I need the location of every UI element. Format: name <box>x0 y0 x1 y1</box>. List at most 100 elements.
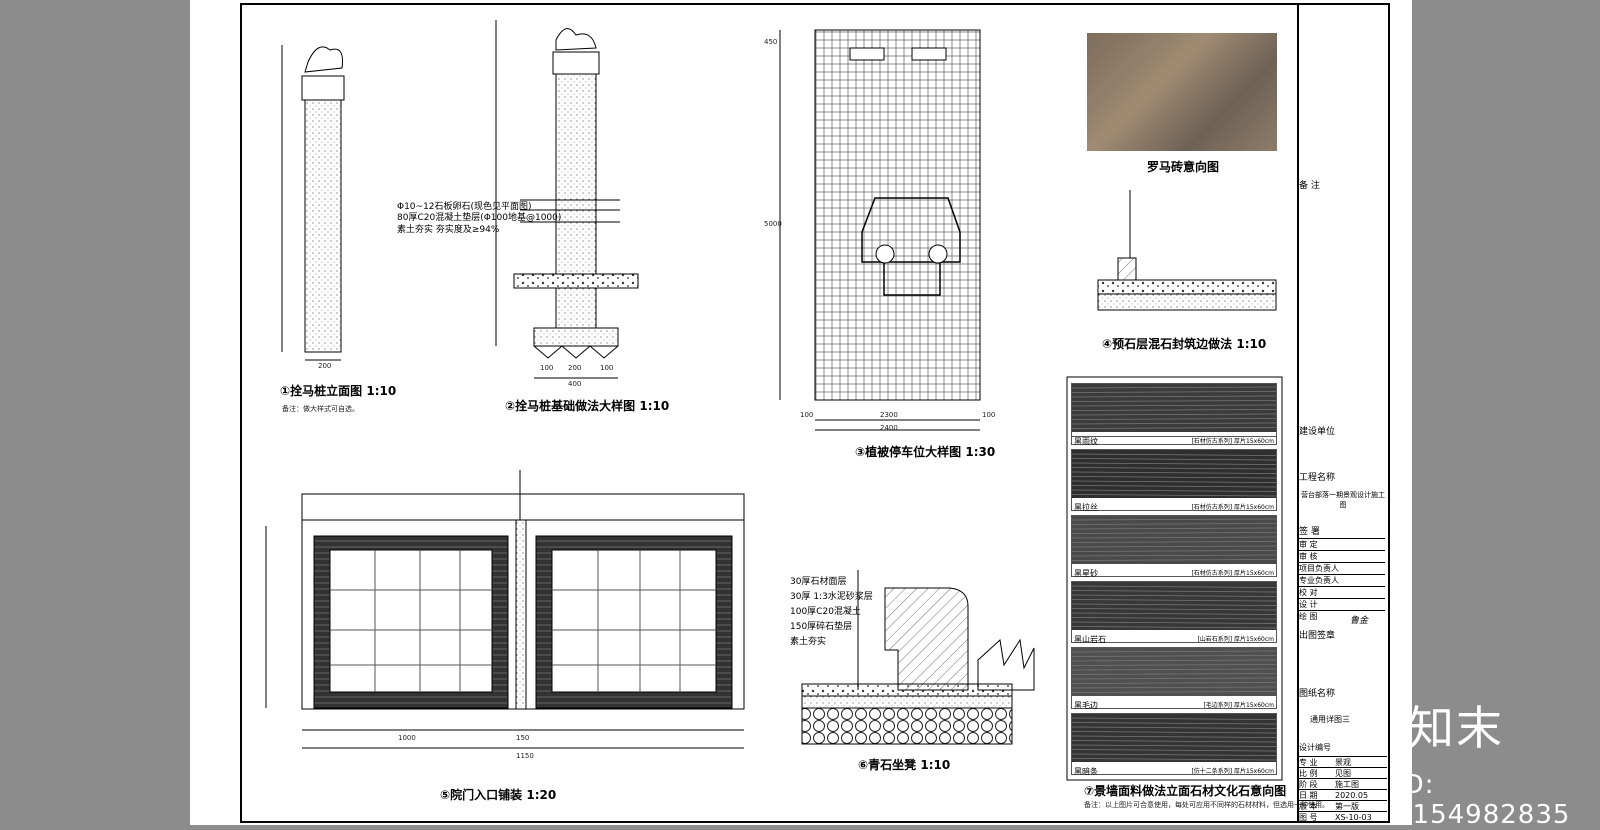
tb-row-key: 专 业 <box>1299 758 1318 767</box>
dim: 100 <box>800 411 814 419</box>
stone-bench <box>801 570 1035 745</box>
parking-grid <box>779 29 981 431</box>
dim: 2300 <box>880 411 898 419</box>
post-foundation <box>495 20 639 379</box>
dim: 450 <box>764 38 778 46</box>
tb-project-label: 工程名称 <box>1299 473 1336 483</box>
dim: 1150 <box>516 752 534 760</box>
tb-sign-row: 校 对 <box>1299 586 1385 598</box>
sample-tag: [山岩石系列] 厚片15x60cm <box>1197 636 1274 643</box>
tb-stamp: 出图签章 <box>1299 631 1336 641</box>
curb-section <box>1097 190 1277 311</box>
watermark-logo: 知末 <box>1408 701 1504 755</box>
tb-row-key: 比 例 <box>1299 769 1318 778</box>
post-note: Φ10~12石板卵石(现色见平面图) <box>397 202 532 212</box>
tb-signature: 鲁金 <box>1350 616 1369 626</box>
samples-frame <box>1066 376 1283 781</box>
tb-row-value: XS-10-03 <box>1335 813 1372 822</box>
tb-row-value: 见图 <box>1335 769 1351 778</box>
post-elevation <box>281 45 345 361</box>
tb-sign-row: 专业负责人 <box>1299 574 1385 586</box>
tb-row-value: 2020.05 <box>1335 791 1369 800</box>
sample-name: 黑山岩石 <box>1074 635 1106 644</box>
stone-sample: 黑拉丝[石材仿古系列] 厚片15x60cm <box>1071 449 1277 512</box>
tb-client: 建设单位 <box>1299 427 1336 437</box>
tb-row: 日 期 2020.05 <box>1299 789 1387 801</box>
post-note: 素土夯实 夯实度及≥94% <box>397 225 500 235</box>
caption-1: ①拴马桩立面图 1:10 <box>280 384 397 398</box>
bench-layer: 100厚C20混凝土 <box>790 607 861 617</box>
stone-sample: 黑山岩石 [山岩石系列] 厚片15x60cm <box>1071 581 1277 644</box>
post-note: 80厚C20混凝土垫层(Φ100地基@1000) <box>397 213 562 223</box>
dim: 100 <box>982 411 996 419</box>
note-1: 备注：做大样式可自选。 <box>282 405 359 413</box>
dim: 100 <box>600 364 614 372</box>
dim: 150 <box>516 734 530 742</box>
tb-sign-row: 审 定 <box>1299 538 1385 550</box>
entrance-paving <box>265 470 745 749</box>
tb-sign-label: 签 署 <box>1299 527 1320 537</box>
bench-layer: 30厚石材面层 <box>790 577 847 587</box>
tb-row-value: 施工图 <box>1335 780 1359 789</box>
tb-project-name: 营台部落一期景观设计施工图 <box>1301 491 1385 509</box>
drawing-frame <box>240 3 1390 823</box>
dim: 1000 <box>398 734 416 742</box>
sample-name: 黑暗条 <box>1074 767 1098 776</box>
dim: 5000 <box>764 220 782 228</box>
tb-design-no: 设计编号 <box>1299 743 1331 752</box>
tb-remarks: 备 注 <box>1299 181 1320 191</box>
tb-row-value: 景观 <box>1335 758 1351 767</box>
tb-drawing-name: 通用详图三 <box>1310 715 1350 724</box>
tb-row: 图 号 XS-10-03 <box>1299 811 1387 823</box>
caption-2: ②拴马桩基础做法大样图 1:10 <box>505 399 670 413</box>
bench-layer: 150厚碎石垫层 <box>790 622 853 632</box>
caption-6: ⑥青石坐凳 1:10 <box>858 758 951 772</box>
tb-row: 专 业 景观 <box>1299 756 1387 768</box>
watermark-id: ID: 1154982835 <box>1395 770 1571 830</box>
sample-tag: [仿十二条系列] 厚片15x60cm <box>1191 768 1274 775</box>
tb-sign-row: 审 核 <box>1299 550 1385 562</box>
tb-row: 比 例 见图 <box>1299 767 1387 779</box>
title-block <box>1297 3 1390 823</box>
stone-sample: 黑暗条 [仿十二条系列] 厚片15x60cm <box>1071 713 1277 776</box>
caption-4: ④预石层混石封筑边做法 1:10 <box>1102 337 1267 351</box>
tb-sign-row: 设 计 <box>1299 598 1385 610</box>
sample-swatch <box>1071 450 1277 498</box>
tb-row-key: 版 本 <box>1299 802 1318 811</box>
tb-row: 阶 段 施工图 <box>1299 778 1387 790</box>
sample-name: 黑毛边 <box>1074 701 1098 710</box>
caption-7: ⑦景墙面料做法立面石材文化石意向图 <box>1084 784 1287 798</box>
stone-sample: 黑雨纹 [石材仿古系列] 厚片15x60cm <box>1071 383 1277 446</box>
sample-tag: [石材仿古系列] 厚片15x60cm <box>1191 570 1274 577</box>
dim: 400 <box>568 380 582 388</box>
sample-name: 黑拉丝 <box>1074 503 1098 512</box>
dim: 100 <box>540 364 554 372</box>
sample-swatch <box>1071 384 1277 432</box>
dim: 200 <box>568 364 582 372</box>
sample-name: 黑雨纹 <box>1074 437 1098 446</box>
photo-caption: 罗马砖意向图 <box>1147 160 1220 174</box>
tb-row-key: 日 期 <box>1299 791 1318 800</box>
stone-sample: 黑毛边 [毛边系列] 厚片15x60cm <box>1071 647 1277 710</box>
dim: 2400 <box>880 424 898 432</box>
tb-row-value: 第一版 <box>1335 802 1359 811</box>
tb-sign-row: 绘 图 <box>1299 610 1385 622</box>
tb-row-key: 图 号 <box>1299 813 1318 822</box>
dim: 200 <box>318 362 332 370</box>
caption-5: ⑤院门入口铺装 1:20 <box>440 788 557 802</box>
tb-row: 版 本 第一版 <box>1299 800 1387 812</box>
stone-note: 备注：以上图片可合意使用，每处可应用不同样的石材材料，但选用一种使用。 <box>1084 801 1329 809</box>
sample-swatch <box>1071 714 1277 762</box>
caption-3: ③植被停车位大样图 1:30 <box>855 445 996 459</box>
sample-tag: [石材仿古系列] 厚片15x60cm <box>1191 438 1274 445</box>
sample-swatch <box>1071 516 1277 564</box>
tb-drawing-name-label: 图纸名称 <box>1299 689 1336 699</box>
bench-layer: 素土夯实 <box>790 637 827 647</box>
sample-tag: [毛边系列] 厚片15x60cm <box>1203 702 1274 709</box>
tb-sign-row: 项目负责人 <box>1299 562 1385 574</box>
tb-row-key: 阶 段 <box>1299 780 1318 789</box>
sample-swatch <box>1071 648 1277 696</box>
sample-swatch <box>1071 582 1277 630</box>
stone-sample: 黑星砂[石材仿古系列] 厚片15x60cm <box>1071 515 1277 578</box>
